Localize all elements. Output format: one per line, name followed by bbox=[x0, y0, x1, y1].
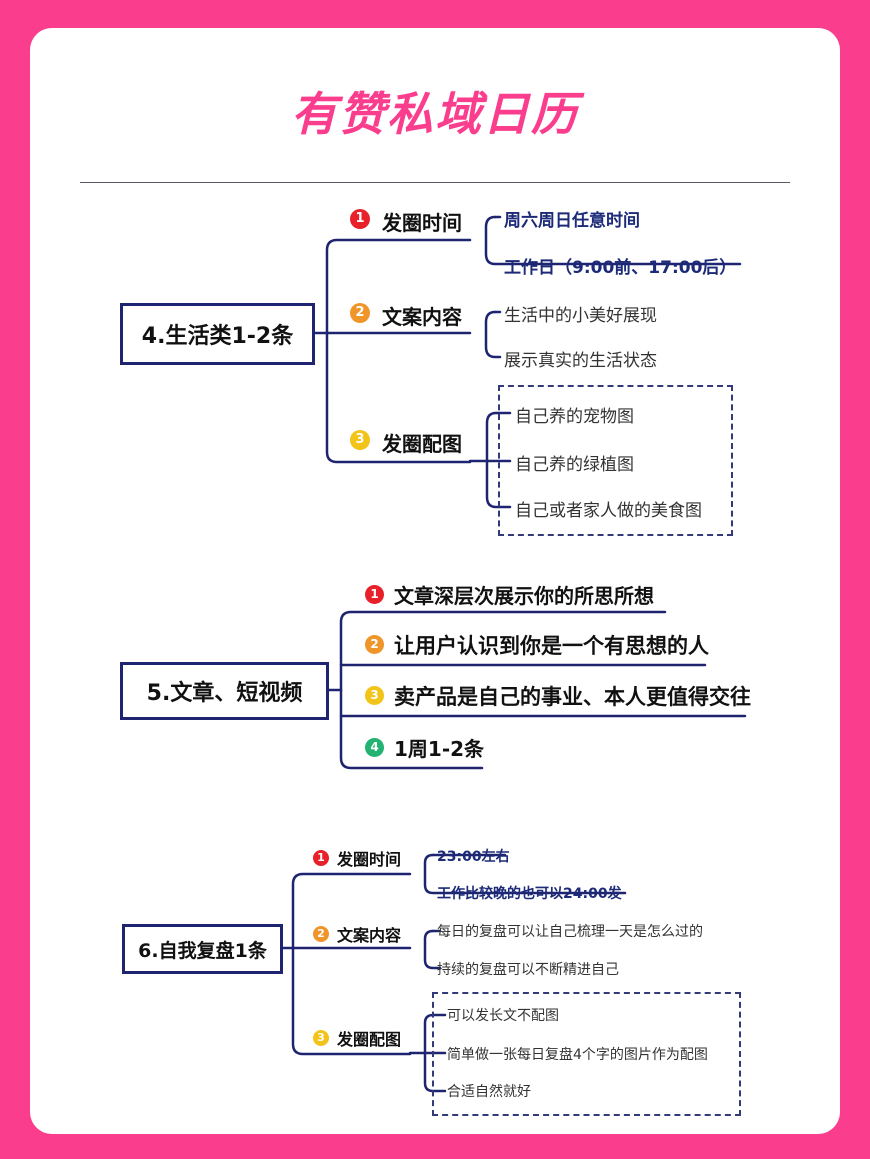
s4-b3-label: 发圈配图 bbox=[382, 432, 462, 456]
page-title: 有赞私域日历 bbox=[291, 87, 579, 141]
s6-b3-label: 发圈配图 bbox=[337, 1030, 402, 1049]
s5-trunk-lower bbox=[339, 688, 484, 770]
s4-b1-item2: 工作日（9:00前、17:00后） bbox=[504, 258, 737, 278]
s6-b2-badge: 2 bbox=[313, 926, 329, 942]
s6-b1-bracket bbox=[423, 853, 627, 895]
s4-b3-item2: 自己养的绿植图 bbox=[515, 455, 634, 475]
s5-root-label: 5.文章、短视频 bbox=[146, 681, 303, 706]
s4-b3-bracket bbox=[485, 411, 512, 509]
s6-b2-item2: 持续的复盘可以不断精进自己 bbox=[437, 962, 619, 978]
s4-root-node: 4.生活类1-2条 bbox=[120, 303, 315, 365]
s4-b3-item1: 自己养的宠物图 bbox=[515, 407, 634, 427]
s6-b1-item1: 23:00左右 bbox=[437, 849, 510, 865]
s4-b3-dashed-group bbox=[498, 385, 733, 536]
s6-b3-item1: 可以发长文不配图 bbox=[447, 1008, 559, 1024]
s4-root-label: 4.生活类1-2条 bbox=[141, 324, 294, 349]
s5-i4-label: 1周1-2条 bbox=[394, 737, 485, 761]
s4-b2-bracket bbox=[484, 310, 502, 359]
s6-b1-label: 发圈时间 bbox=[337, 850, 402, 869]
s6-trunk-lower bbox=[291, 946, 412, 1056]
s5-trunk bbox=[327, 610, 667, 692]
s6-b3-dashed-group bbox=[432, 992, 741, 1116]
s4-b2-badge: 2 bbox=[350, 303, 370, 323]
s4-b1-label: 发圈时间 bbox=[382, 211, 462, 235]
s6-b1-badge: 1 bbox=[313, 850, 329, 866]
s4-b2-item1: 生活中的小美好展现 bbox=[504, 306, 657, 326]
s4-b2-label: 文案内容 bbox=[382, 305, 462, 329]
s6-b2-bracket bbox=[423, 929, 442, 970]
s4-trunk bbox=[313, 238, 472, 335]
s5-i2-label: 让用户认识到你是一个有思想的人 bbox=[394, 634, 709, 658]
s5-i4-badge: 4 bbox=[365, 738, 384, 757]
s6-root-label: 6.自我复盘1条 bbox=[138, 939, 267, 962]
s5-i2-badge: 2 bbox=[365, 635, 384, 654]
s6-b2-label: 文案内容 bbox=[337, 926, 402, 945]
s6-root-node: 6.自我复盘1条 bbox=[122, 924, 283, 974]
title-divider bbox=[80, 182, 790, 183]
s5-i3-label: 卖产品是自己的事业、本人更值得交往 bbox=[394, 685, 751, 709]
s4-b1-item1: 周六周日任意时间 bbox=[504, 211, 640, 231]
s6-b1-item2: 工作比较晚的也可以24:00发 bbox=[437, 886, 622, 902]
s5-root-node: 5.文章、短视频 bbox=[120, 662, 329, 720]
s4-b3-item3: 自己或者家人做的美食图 bbox=[515, 501, 702, 521]
s6-trunk bbox=[281, 872, 412, 950]
s5-i3-badge: 3 bbox=[365, 686, 384, 705]
s4-b2-item2: 展示真实的生活状态 bbox=[504, 351, 657, 371]
s6-b3-bracket bbox=[423, 1013, 447, 1093]
s4-b3-badge: 3 bbox=[350, 430, 370, 450]
s5-i1-label: 文章深层次展示你的所思所想 bbox=[394, 584, 654, 608]
s6-b3-item3: 合适自然就好 bbox=[447, 1084, 531, 1100]
s5-i1-badge: 1 bbox=[365, 585, 384, 604]
s6-b3-badge: 3 bbox=[313, 1030, 329, 1046]
s6-b3-item2: 简单做一张每日复盘4个字的图片作为配图 bbox=[447, 1047, 708, 1063]
s4-trunk-lower bbox=[325, 331, 472, 464]
s4-b1-badge: 1 bbox=[350, 209, 370, 229]
s6-b2-item1: 每日的复盘可以让自己梳理一天是怎么过的 bbox=[437, 924, 703, 940]
s4-b1-bracket bbox=[484, 215, 742, 266]
